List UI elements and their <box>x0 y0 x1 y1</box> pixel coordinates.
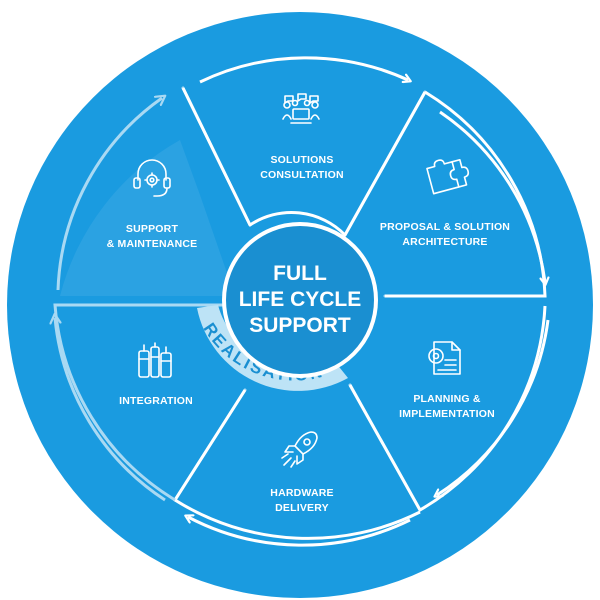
segment-support-maintenance-bg <box>60 140 235 296</box>
center-circle <box>222 222 378 378</box>
center-line-2: LIFE CYCLE <box>239 288 362 311</box>
label-planning-2: IMPLEMENTATION <box>399 408 495 420</box>
arrow-to-integration <box>188 517 411 547</box>
plan-document-icon <box>428 341 461 375</box>
segment-integration-outline <box>53 303 235 502</box>
tools-icon <box>138 342 172 378</box>
rocket-icon <box>281 431 318 468</box>
label-solutions-1: SOLUTIONS <box>270 154 333 166</box>
arrow-to-proposal <box>199 56 408 84</box>
segment-hardware-outline <box>172 389 421 540</box>
arrow-to-hardware <box>437 319 550 495</box>
puzzle-icon <box>426 158 470 195</box>
label-planning-1: PLANNING & <box>413 393 481 405</box>
label-integration-1: INTEGRATION <box>119 395 193 407</box>
arrow-to-solutions <box>56 98 162 291</box>
label-solutions-2: CONSULTATION <box>260 169 343 181</box>
label-proposal-2: ARCHITECTURE <box>402 236 487 248</box>
arrow-to-planning <box>439 110 545 282</box>
center-line-3: SUPPORT <box>249 314 351 337</box>
label-hardware-2: DELIVERY <box>275 502 329 514</box>
center-line-1: FULL <box>273 262 327 285</box>
meeting-icon <box>282 93 320 124</box>
headset-icon <box>133 159 171 197</box>
label-proposal-1: PROPOSAL & SOLUTION <box>380 221 510 233</box>
arrow-to-support <box>55 318 166 502</box>
segment-solutions-outline <box>181 87 427 237</box>
label-support-2: & MAINTENANCE <box>107 238 198 250</box>
label-hardware-1: HARDWARE <box>270 487 333 499</box>
label-support-1: SUPPORT <box>126 223 179 235</box>
